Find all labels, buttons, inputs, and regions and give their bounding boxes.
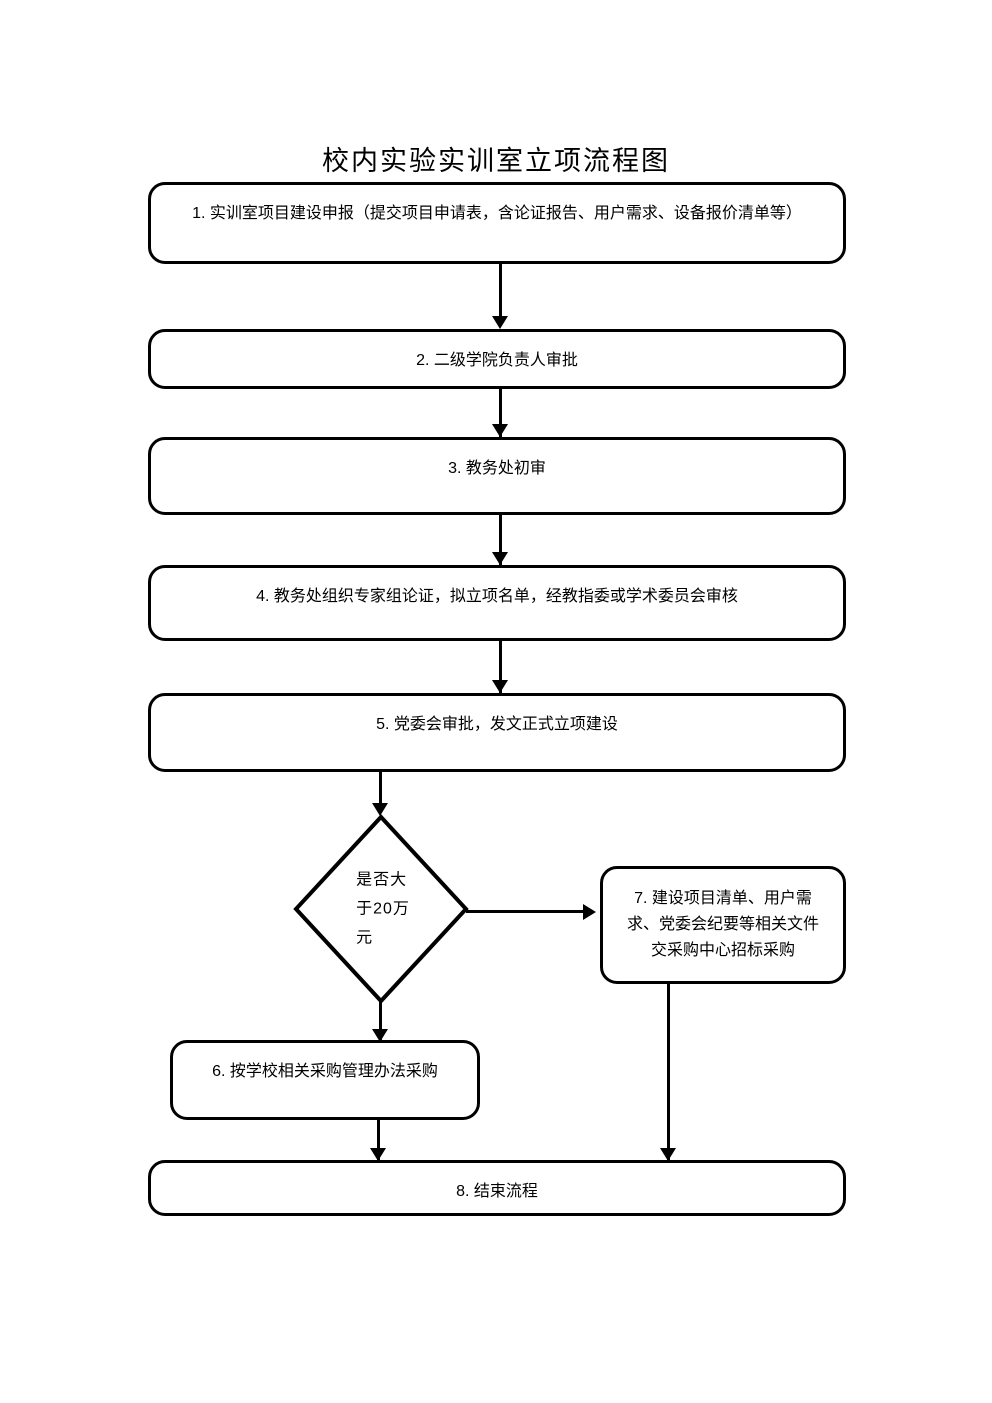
flow-node-3[interactable]: 3. 教务处初审: [148, 437, 846, 515]
connector-decision-to-6-line: [379, 1000, 382, 1042]
flow-node-7[interactable]: 7. 建设项目清单、用户需 求、党委会纪要等相关文件 交采购中心招标采购: [600, 866, 846, 984]
page-title: 校内实验实训室立项流程图: [322, 146, 670, 177]
flow-node-5-label: 5. 党委会审批，发文正式立项建设: [376, 716, 618, 733]
connector-3-to-4-arrowhead: [492, 552, 508, 565]
flow-node-1[interactable]: 1. 实训室项目建设申报（提交项目申请表，含论证报告、用户需求、设备报价清单等）: [148, 182, 846, 264]
flow-node-6[interactable]: 6. 按学校相关采购管理办法采购: [170, 1040, 480, 1120]
flow-node-4-label: 4. 教务处组织专家组论证，拟立项名单，经教指委或学术委员会审核: [256, 588, 738, 605]
connector-2-to-3-arrowhead: [492, 424, 508, 437]
connector-decision-to-7-arrowhead: [583, 904, 596, 920]
connector-4-to-5-arrowhead: [492, 680, 508, 693]
flow-node-4[interactable]: 4. 教务处组织专家组论证，拟立项名单，经教指委或学术委员会审核: [148, 565, 846, 641]
connector-7-to-8-line: [667, 984, 670, 1162]
connector-6-to-8-line: [377, 1120, 380, 1162]
connector-decision-to-6-arrowhead: [372, 1029, 388, 1042]
connector-5-to-decision-arrowhead: [372, 803, 388, 816]
flow-node-1-label: 1. 实训室项目建设申报（提交项目申请表，含论证报告、用户需求、设备报价清单等）: [192, 205, 802, 222]
flow-node-8[interactable]: 8. 结束流程: [148, 1160, 846, 1216]
connector-1-to-2-line: [499, 264, 502, 318]
flow-node-2-label: 2. 二级学院负责人审批: [416, 352, 578, 369]
flow-decision-node[interactable]: 是否大 于20万 元: [293, 814, 469, 1004]
flow-node-3-label: 3. 教务处初审: [448, 460, 546, 477]
flow-node-5[interactable]: 5. 党委会审批，发文正式立项建设: [148, 693, 846, 772]
connector-4-to-5-line: [499, 641, 502, 693]
flow-node-2[interactable]: 2. 二级学院负责人审批: [148, 329, 846, 389]
flow-node-6-label: 6. 按学校相关采购管理办法采购: [212, 1063, 438, 1080]
connector-5-to-decision-line: [379, 772, 382, 808]
flow-node-7-label: 7. 建设项目清单、用户需 求、党委会纪要等相关文件 交采购中心招标采购: [626, 890, 819, 959]
connector-3-to-4-line: [499, 515, 502, 565]
flow-node-8-label: 8. 结束流程: [456, 1183, 538, 1200]
flow-decision-label: 是否大 于20万 元: [356, 871, 410, 947]
connector-2-to-3-line: [499, 389, 502, 437]
connector-decision-to-7-line: [466, 910, 584, 913]
connector-1-to-2-arrowhead: [492, 316, 508, 329]
connector-7-to-8-arrowhead: [660, 1148, 676, 1161]
connector-6-to-8-arrowhead: [370, 1148, 386, 1161]
